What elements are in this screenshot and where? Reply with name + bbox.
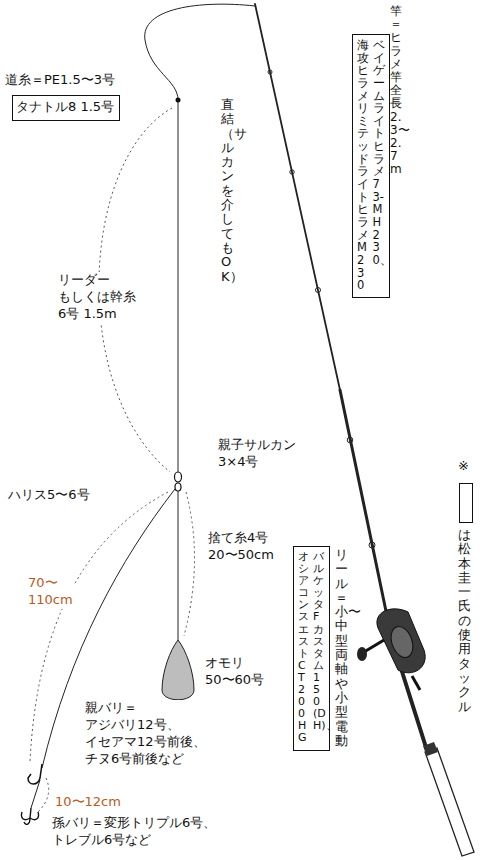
rod-guide xyxy=(268,70,272,74)
box-text: オシアコンスエストCT200HG xyxy=(298,551,309,745)
three-way-swivel xyxy=(175,472,182,482)
box-text: 海攻ヒラメリミテッド ライトヒラメ M230 xyxy=(357,39,369,292)
rod-spec: 竿＝ヒラメ竿 全長2.3〜2.7m xyxy=(390,5,402,176)
length-dimension: 70〜 110cm xyxy=(28,575,74,609)
treble-point xyxy=(24,818,30,824)
rod-guide xyxy=(369,542,375,548)
reel-model-box: バルケッタFカスタム150(DH)、オシアコンスエストCT200HG xyxy=(293,546,330,751)
sinker xyxy=(162,640,194,700)
grip-ring xyxy=(423,742,438,756)
rod-guide xyxy=(290,170,294,174)
three-way-swivel xyxy=(175,483,181,491)
baitcast-reel xyxy=(357,609,425,690)
product-box: タナトル8 1.5号 xyxy=(12,95,120,121)
box-text: タナトル8 1.5号 xyxy=(16,99,114,116)
text-group: ベイゲーム ライトヒラメ 73-MH230、海攻ヒラメリミテッド ライトヒラメ … xyxy=(357,39,384,292)
length-dimension: 10〜12cm xyxy=(55,794,121,811)
rod-model-box: ベイゲーム ライトヒラメ 73-MH230、海攻ヒラメリミテッド ライトヒラメ … xyxy=(352,34,390,298)
treble-point xyxy=(30,812,39,820)
reel-spool xyxy=(387,624,417,661)
rod-grip xyxy=(425,748,474,856)
reel-spec: リール＝小〜中型両軸や小型電動 xyxy=(335,548,348,748)
swivel-spec: 親子サルカン 3×4号 xyxy=(218,437,310,471)
treble-shank xyxy=(30,808,31,818)
legend-swatch xyxy=(459,483,473,523)
sinker-line-spec: 捨て糸4号 20〜50cm xyxy=(208,530,290,564)
harisu-spec: ハリス5〜6号 xyxy=(8,487,90,504)
text-group: タナトル8 1.5号 xyxy=(16,99,114,116)
reel-trigger xyxy=(412,676,420,690)
main-line xyxy=(145,4,255,474)
rod-tip xyxy=(255,4,340,390)
box-text: バルケッタFカスタム150(DH)、 xyxy=(313,551,324,745)
treble-point xyxy=(21,812,30,820)
rod-guide xyxy=(347,437,353,443)
sinker-spec: オモリ 50〜60号 xyxy=(205,655,269,689)
line-spec: 道糸＝PE1.5〜3号 xyxy=(5,72,115,89)
rod-guide xyxy=(316,288,321,293)
legend-entry: は松本圭一氏の使用タックル xyxy=(458,480,473,714)
knot-note: 直結（サルカンを介してもOK） xyxy=(221,98,234,284)
length-bracket xyxy=(38,778,49,812)
main-hook-spec: 親バリ＝ アジバリ12号、 イセアマ12号前後、 チヌ6号前後など xyxy=(85,700,213,768)
reel-knob xyxy=(357,647,367,661)
text-group: バルケッタFカスタム150(DH)、オシアコンスエストCT200HG xyxy=(298,551,324,745)
sinker-line xyxy=(178,491,179,640)
note-mark: ※ xyxy=(458,458,469,475)
stinger-hook-spec: 孫バリ＝変形トリプル6号、 トレブル6号など xyxy=(52,815,232,849)
treble-hook xyxy=(21,808,38,824)
stinger-line xyxy=(31,780,40,808)
leader-spec: リーダー もしくは幹糸 6号 1.5m xyxy=(58,272,148,323)
box-text: ベイゲーム ライトヒラメ 73-MH230、 xyxy=(373,39,385,292)
reel-handle xyxy=(364,640,384,652)
length-bracket xyxy=(184,492,195,636)
direct-knot xyxy=(176,98,181,103)
legend-text: は松本圭一氏の使用タックル xyxy=(458,528,471,714)
